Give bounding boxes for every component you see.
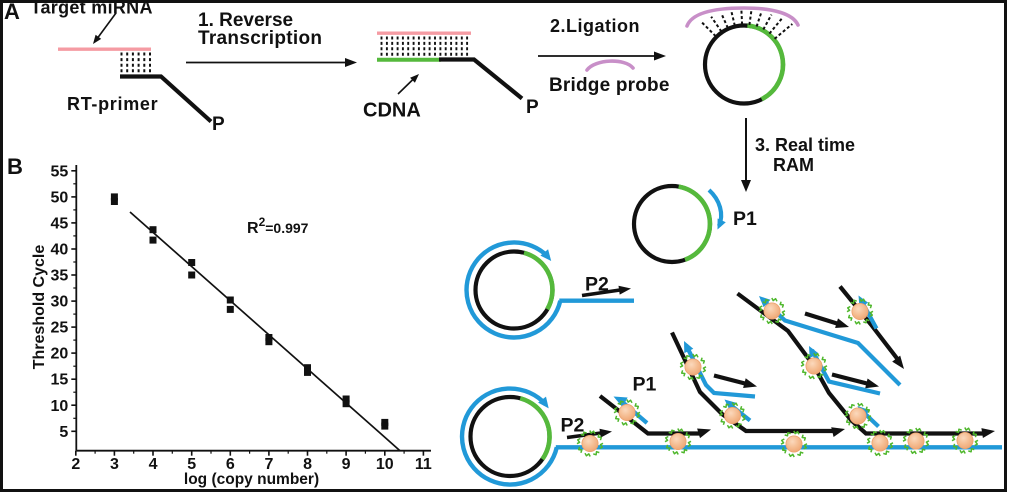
svg-text:35: 35 bbox=[51, 268, 69, 285]
svg-text:B: B bbox=[7, 154, 23, 179]
svg-text:P: P bbox=[526, 97, 539, 118]
svg-text:2: 2 bbox=[71, 456, 80, 473]
svg-text:40: 40 bbox=[51, 241, 69, 258]
svg-text:log (copy number): log (copy number) bbox=[184, 471, 319, 488]
svg-text:9: 9 bbox=[342, 456, 351, 473]
svg-text:11: 11 bbox=[415, 456, 432, 473]
svg-text:55: 55 bbox=[51, 163, 69, 180]
svg-text:7: 7 bbox=[264, 456, 273, 473]
svg-text:3. Real time: 3. Real time bbox=[755, 135, 855, 155]
svg-text:R2=0.997: R2=0.997 bbox=[247, 215, 309, 237]
svg-text:RT-primer: RT-primer bbox=[67, 94, 158, 114]
svg-text:6: 6 bbox=[226, 456, 235, 473]
svg-text:15: 15 bbox=[51, 372, 69, 389]
svg-text:Threshold Cycle: Threshold Cycle bbox=[31, 245, 48, 370]
svg-text:P: P bbox=[212, 114, 225, 135]
svg-text:5: 5 bbox=[59, 424, 68, 441]
svg-text:3: 3 bbox=[110, 456, 119, 473]
svg-text:2.Ligation: 2.Ligation bbox=[550, 16, 640, 36]
svg-text:30: 30 bbox=[51, 294, 69, 311]
svg-text:4: 4 bbox=[149, 456, 158, 473]
svg-text:45: 45 bbox=[51, 215, 69, 232]
svg-text:P1: P1 bbox=[633, 374, 657, 396]
svg-text:RAM: RAM bbox=[773, 155, 814, 175]
svg-text:10: 10 bbox=[51, 398, 69, 415]
svg-text:P1: P1 bbox=[733, 208, 757, 230]
svg-text:Transcription: Transcription bbox=[198, 28, 322, 49]
svg-text:P2: P2 bbox=[561, 415, 585, 437]
svg-text:P2: P2 bbox=[585, 274, 609, 296]
svg-text:5: 5 bbox=[187, 456, 196, 473]
svg-text:20: 20 bbox=[51, 346, 69, 363]
svg-text:8: 8 bbox=[303, 456, 312, 473]
svg-text:CDNA: CDNA bbox=[363, 100, 421, 122]
svg-text:10: 10 bbox=[376, 456, 394, 473]
svg-text:Bridge probe: Bridge probe bbox=[549, 75, 670, 96]
svg-text:A: A bbox=[4, 0, 20, 24]
svg-text:Target miRNA: Target miRNA bbox=[31, 0, 153, 18]
svg-text:25: 25 bbox=[51, 320, 69, 337]
svg-text:1. Reverse: 1. Reverse bbox=[198, 10, 293, 31]
svg-text:50: 50 bbox=[51, 189, 69, 206]
